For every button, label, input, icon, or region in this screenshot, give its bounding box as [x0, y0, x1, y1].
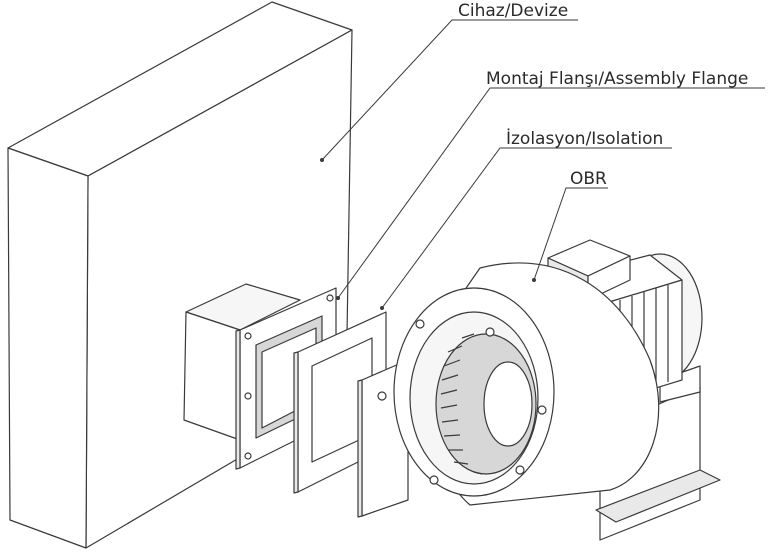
- impeller-blades: [440, 333, 483, 475]
- label-isolation: İzolasyon/Isolation: [506, 128, 663, 149]
- label-device: Cihaz/Devize: [458, 1, 568, 21]
- leader-lines: [320, 19, 765, 310]
- duct-outlet: [183, 283, 301, 441]
- obr-fan: [357, 239, 721, 541]
- label-obr: OBR: [570, 169, 607, 189]
- label-flange: Montaj Flanşı/Assembly Flange: [486, 69, 748, 89]
